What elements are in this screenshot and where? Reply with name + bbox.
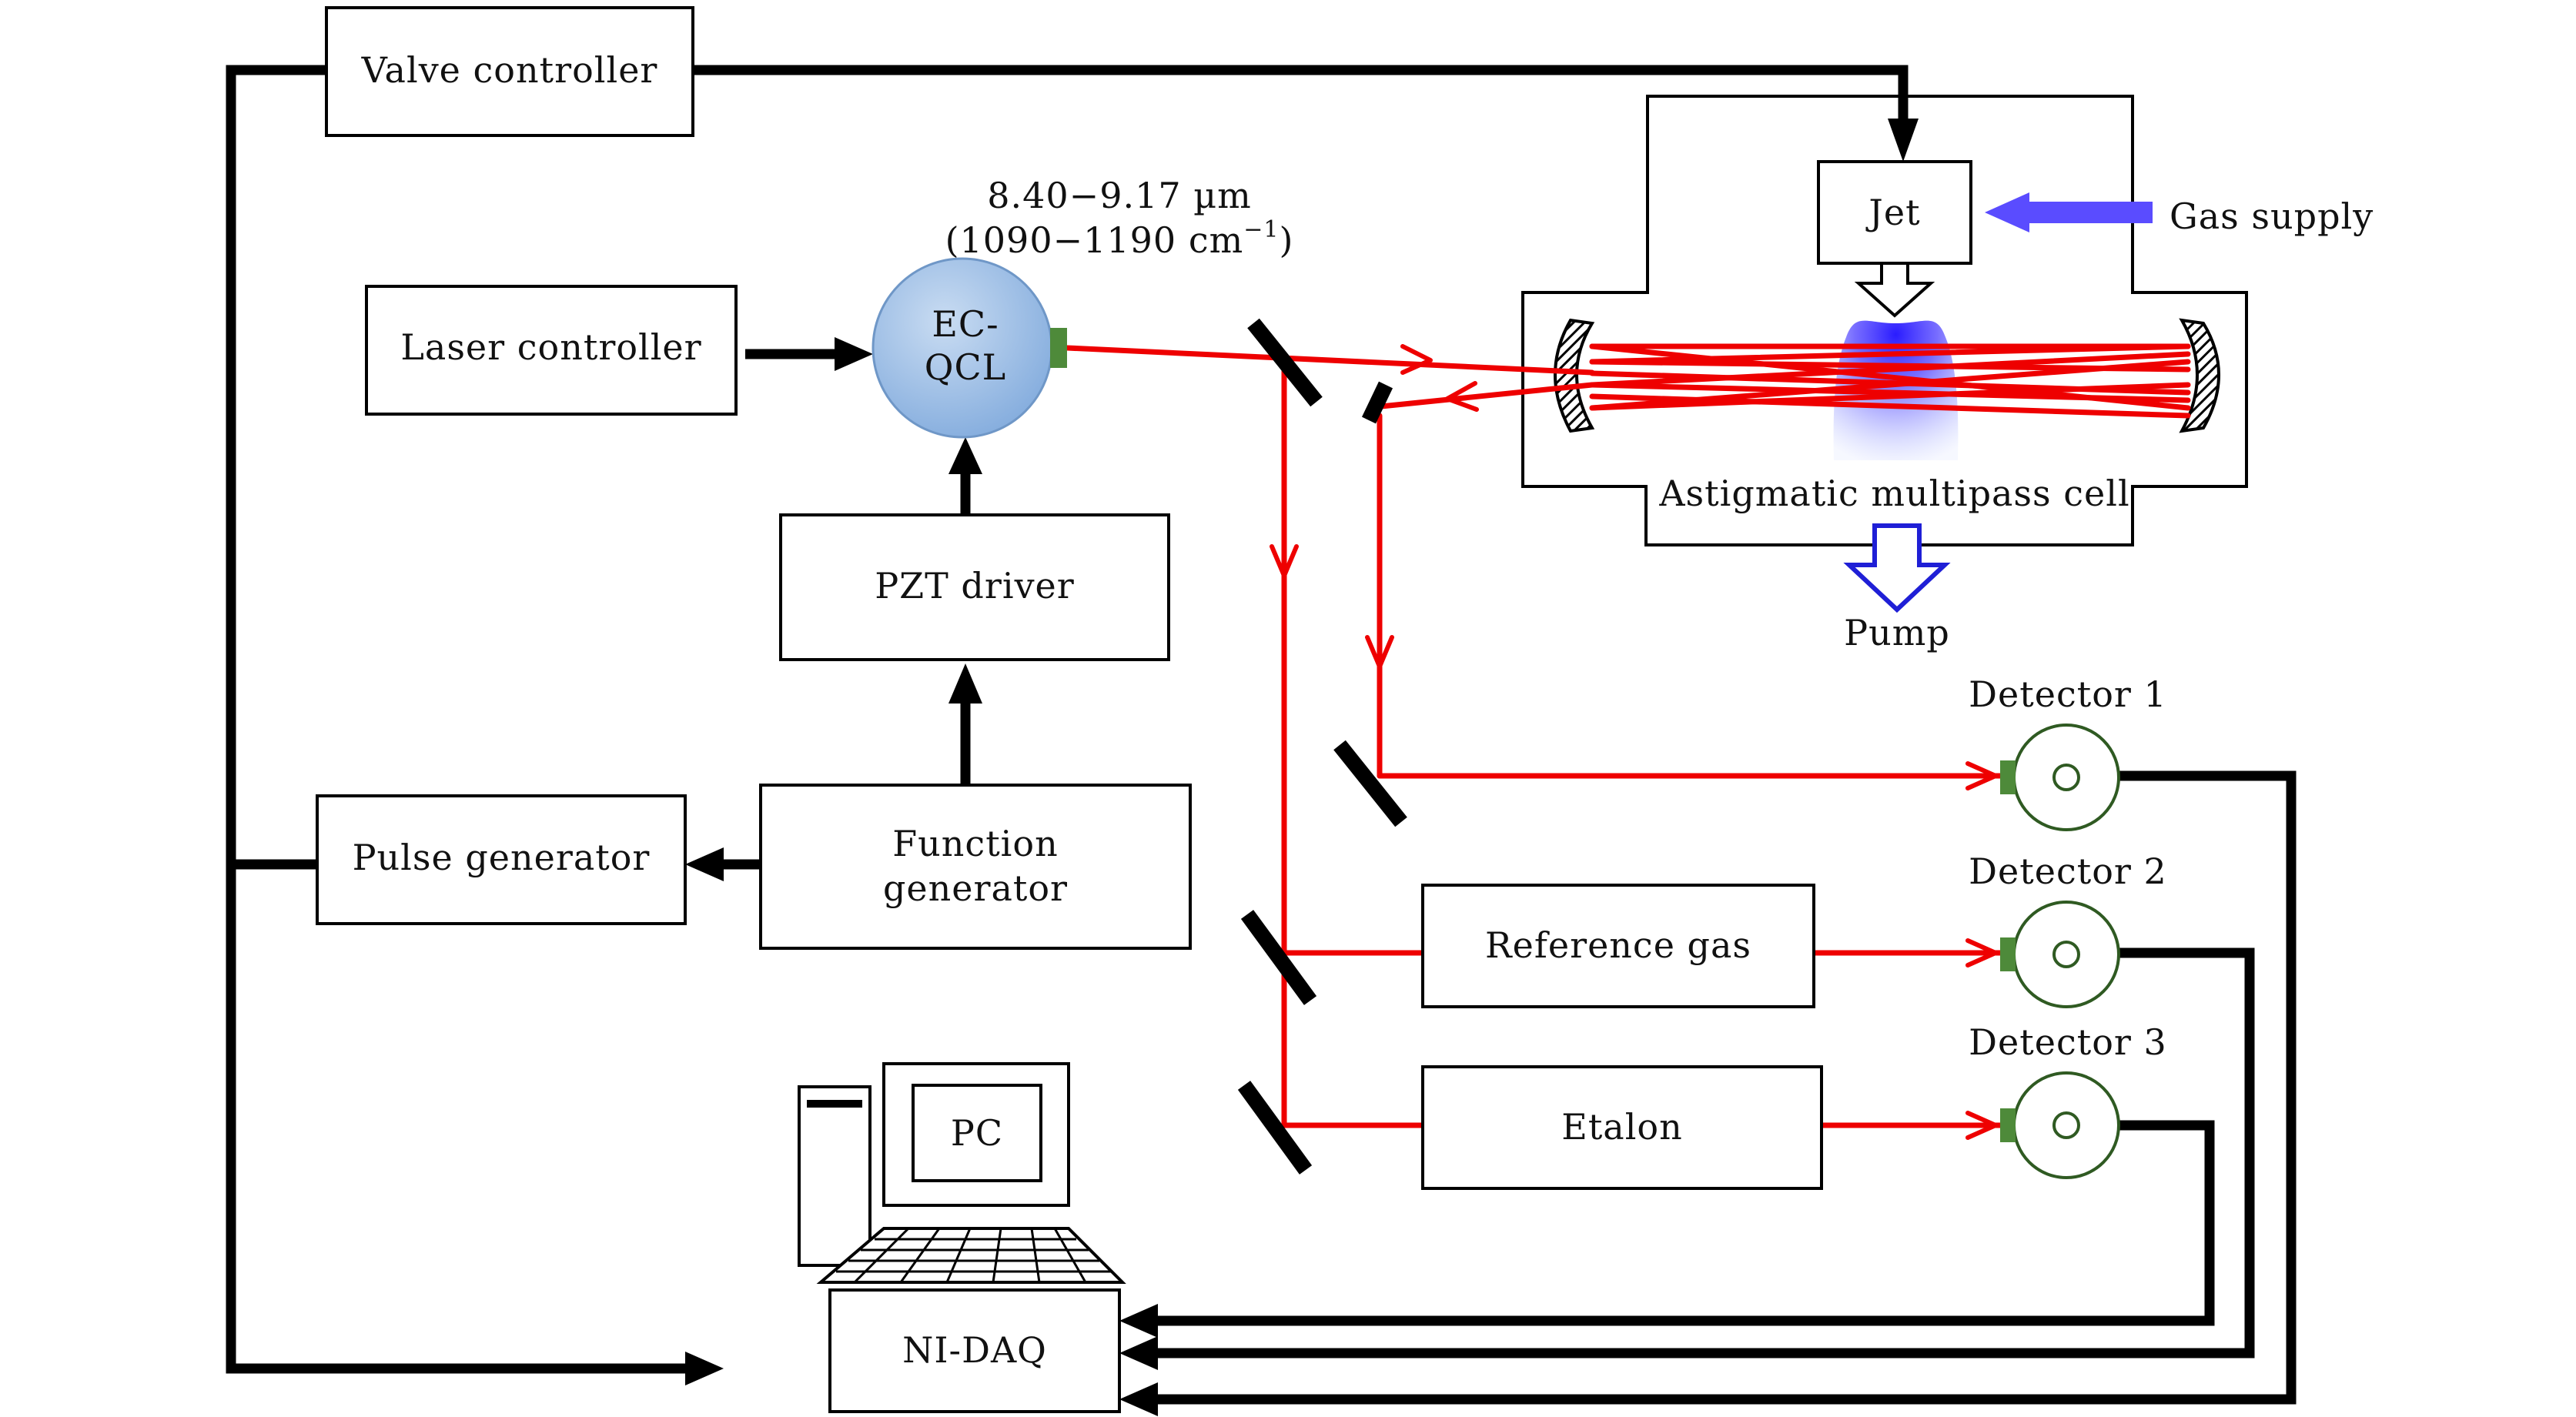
pc-screen [912, 1084, 1042, 1182]
etalon-box[interactable] [1421, 1065, 1823, 1190]
pc-tower [798, 1085, 871, 1267]
function-generator-box[interactable] [759, 784, 1192, 950]
function-generator-label-line1: Function [892, 823, 1058, 864]
gas-supply-arrow[interactable] [1985, 192, 2153, 232]
detector3-to-daq-arrowhead [1119, 1304, 1158, 1338]
valve-to-jet-arrowhead [1888, 119, 1919, 162]
gas-supply-label: Gas supply [2170, 196, 2374, 237]
ni-daq-label: NI-DAQ [902, 1329, 1047, 1371]
detector-3-aperture [2052, 1111, 2080, 1139]
mirror-reference-split [1240, 910, 1317, 1005]
ec-qcl-label-line1: EC- [932, 303, 999, 345]
desktop-computer-icon[interactable]: PC [798, 1062, 1126, 1284]
detector-2[interactable]: Detector 2 [1969, 851, 2167, 1008]
reference-gas-label: Reference gas [1485, 924, 1751, 966]
jet-box [1817, 160, 1972, 265]
multipass-cell-label: Astigmatic multipass cell [1658, 473, 2129, 514]
mirror-detector1-fold [1333, 740, 1407, 827]
detector2-to-daq-wire [1155, 947, 2255, 1359]
detector2-to-daq-arrowhead [1119, 1336, 1158, 1370]
detector-1-aperture [2052, 764, 2080, 791]
detector1-to-daq-arrowhead [1119, 1382, 1158, 1416]
left-trunk-wire [226, 65, 707, 1374]
pump-label: Pump [1844, 612, 1950, 653]
detector1-to-daq-wire [1155, 770, 2297, 1405]
detector-3-window [2000, 1108, 2016, 1142]
mirror-pickoff [1361, 381, 1393, 424]
detector-1-window [2000, 760, 2016, 794]
detector-2-aperture [2052, 941, 2080, 968]
detector-1-label: Detector 1 [1969, 673, 2167, 715]
laser-controller-box[interactable] [365, 285, 738, 416]
ec-qcl-label-line2: QCL [925, 346, 1006, 388]
detector-3-label: Detector 3 [1969, 1021, 2167, 1063]
detector-2-label: Detector 2 [1969, 851, 2167, 892]
pzt-driver-box[interactable] [779, 513, 1170, 661]
detector3-to-daq-wire [1155, 1120, 2215, 1326]
pulse-generator-box[interactable] [316, 794, 687, 925]
valve-to-jet-wire [693, 65, 1909, 122]
funcgen-to-pzt-arrowhead [948, 663, 982, 703]
pulse-generator-label: Pulse generator [353, 837, 651, 878]
pc-label: PC [951, 1112, 1003, 1154]
pump-arrow[interactable] [1843, 523, 1951, 613]
mirror-etalon-fold [1237, 1081, 1313, 1175]
etalon-label: Etalon [1561, 1106, 1683, 1148]
detector-3[interactable]: Detector 3 [1969, 1021, 2167, 1179]
cell-mirror-left [1554, 318, 1595, 433]
jet-label: Jet [1865, 192, 1920, 233]
mirror-beamsplitter-1 [1247, 318, 1323, 407]
trunk-to-daq-arrowhead [685, 1352, 724, 1385]
pzt-driver-label: PZT driver [875, 565, 1075, 607]
valve-controller-box[interactable] [325, 6, 694, 137]
pzt-to-qcl-arrowhead [948, 437, 982, 474]
funcgen-to-pulse-arrowhead [685, 847, 724, 881]
multipass-beams [1589, 343, 2191, 419]
jet-outlet-arrow [1854, 262, 1935, 318]
valve-controller-label: Valve controller [361, 49, 658, 91]
ec-qcl-output-window [1050, 328, 1067, 368]
laser-ctrl-to-qcl-arrowhead [835, 337, 873, 371]
cell-mirror-right [2179, 318, 2220, 433]
detector-2-window [2000, 937, 2016, 971]
laser-controller-label: Laser controller [400, 326, 701, 368]
reference-gas-box[interactable] [1421, 884, 1815, 1008]
function-generator-label-line2: generator [883, 867, 1068, 909]
laser-beam-paths [1064, 344, 2005, 1140]
ni-daq-box[interactable] [828, 1288, 1121, 1413]
detector-1[interactable]: Detector 1 [1969, 673, 2167, 831]
wavenumber-range-label: (1090−1190 cm−1) [945, 216, 1294, 261]
keyboard-keys [836, 1227, 1112, 1284]
wavelength-range-label: 8.40−9.17 µm [987, 175, 1252, 216]
